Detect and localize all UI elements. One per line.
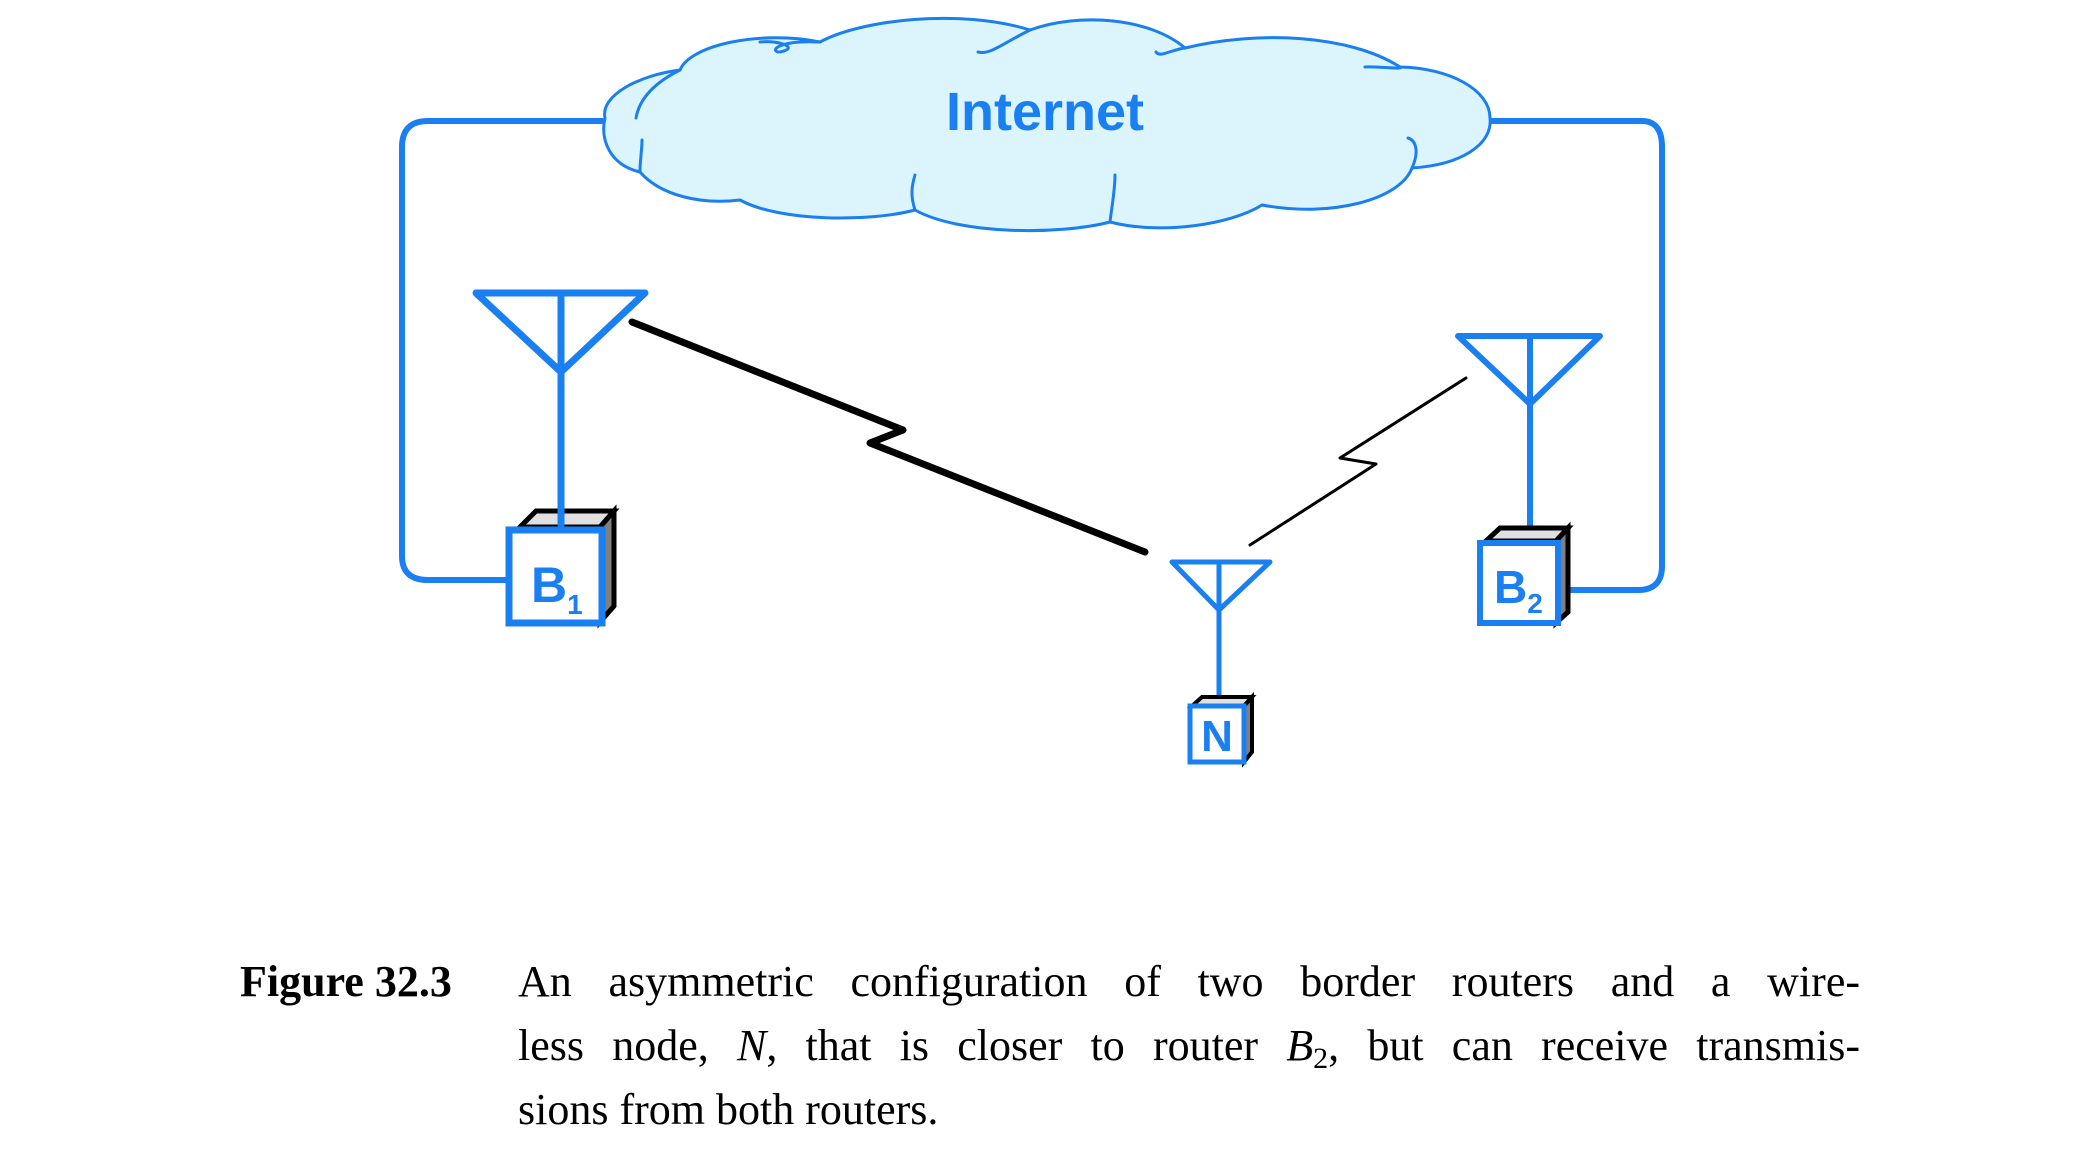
wired-link-b2-internet: [1487, 118, 1665, 593]
node-n-label: N: [1201, 712, 1233, 761]
wired-link-b1-internet: [399, 118, 608, 583]
internet-cloud: Internet: [602, 16, 1492, 233]
router-b1-label: B1: [531, 557, 583, 620]
figure-label: Figure 32.3: [240, 957, 452, 1006]
caption-text-fragment: , that is closer to router: [766, 1021, 1287, 1070]
antenna-n-icon: [1169, 559, 1273, 705]
caption-line-3: sions from both routers.: [518, 1085, 939, 1134]
caption-text-fragment: less node,: [518, 1021, 737, 1070]
wireless-node-n: N: [1186, 691, 1257, 768]
caption-line-2: less node, N, that is closer to router B…: [518, 1014, 1860, 1078]
caption-text-fragment: , but can receive transmis-: [1328, 1021, 1861, 1070]
caption-text: An asymmetric configuration of two borde…: [518, 950, 1860, 1142]
internet-label: Internet: [946, 82, 1144, 142]
figure-caption: Figure 32.3 An asymmetric configuration …: [240, 950, 1860, 1142]
caption-router-symbol: B: [1286, 1021, 1314, 1070]
router-b1: B1: [505, 501, 620, 629]
wireless-link-b2-n: [1248, 376, 1468, 547]
antenna-b1-icon: [472, 289, 649, 529]
router-b2: B2: [1477, 521, 1574, 629]
wireless-link-b1-n: [628, 318, 1149, 556]
caption-router-subscript: 2: [1313, 1042, 1329, 1075]
router-b2-label: B2: [1494, 561, 1543, 619]
caption-node-symbol: N: [736, 1021, 767, 1070]
antenna-b2-icon: [1455, 333, 1603, 541]
caption-line-1: An asymmetric configuration of two borde…: [518, 957, 1860, 1006]
